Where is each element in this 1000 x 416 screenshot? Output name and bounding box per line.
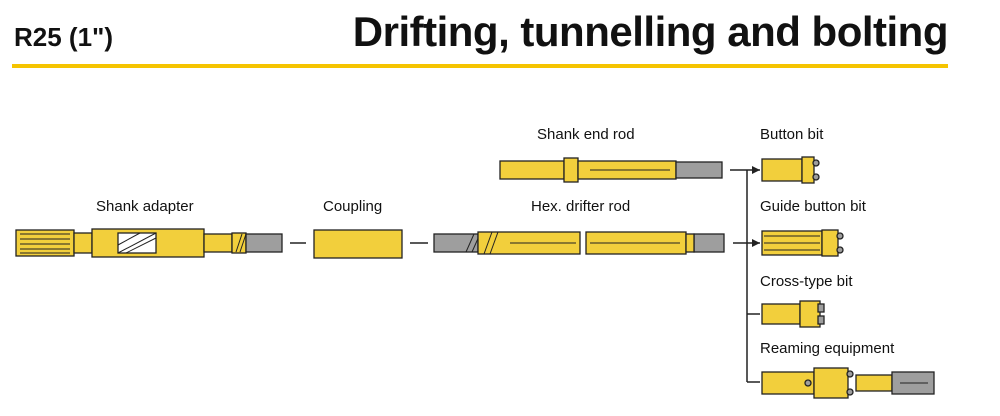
shank-end-collar	[563, 157, 579, 183]
hex-rod-thread-end	[693, 233, 725, 253]
button-bit-label: Button bit	[760, 126, 824, 143]
shank-end-thread	[675, 161, 723, 179]
cross-type-bit-label: Cross-type bit	[760, 273, 853, 290]
button-bit	[761, 156, 820, 184]
reaming-equipment-label: Reaming equipment	[760, 340, 895, 357]
title-underline	[12, 64, 948, 68]
page-title: Drifting, tunnelling and bolting	[352, 8, 949, 55]
size-label: R25 (1")	[14, 22, 114, 52]
shank-adapter	[15, 228, 283, 258]
arrowhead	[752, 239, 760, 247]
guide-button-bit	[761, 229, 844, 257]
hex-rod-thread	[433, 233, 479, 253]
shank-end-rod-label: Shank end rod	[537, 126, 635, 143]
reaming-equipment	[761, 367, 935, 399]
arrowheads	[752, 166, 760, 247]
coupling-label: Coupling	[323, 198, 383, 215]
guide-button-bit-label: Guide button bit	[760, 198, 866, 215]
hex-drifter-rod-label: Hex. drifter rod	[531, 198, 631, 215]
shank-adapter-label: Shank adapter	[96, 198, 194, 215]
hex-drifter-rod	[433, 231, 725, 255]
connector-lines	[290, 169, 760, 383]
cross-type-bit	[761, 300, 825, 328]
spline-lines	[20, 233, 70, 254]
arrowhead	[752, 166, 760, 174]
coupling	[313, 229, 403, 259]
coupling-sleeve	[313, 229, 403, 259]
shank-end-rod	[499, 157, 723, 183]
shank-thread	[245, 233, 283, 253]
